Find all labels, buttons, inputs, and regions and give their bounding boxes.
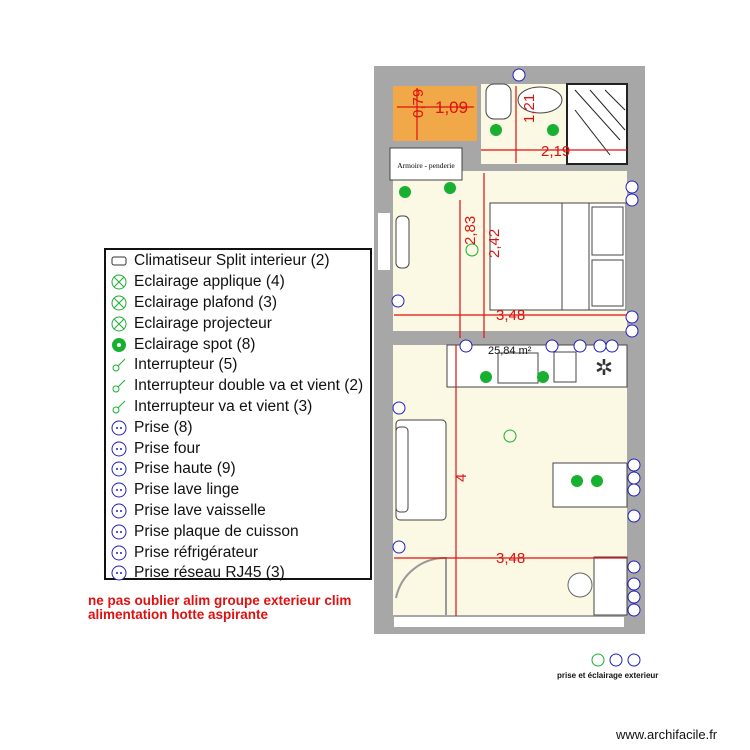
- ceiling-light-icon: [111, 295, 127, 311]
- legend-item: Prise (8): [110, 417, 370, 438]
- legend-label: Prise réfrigérateur: [134, 543, 259, 561]
- legend-label: Prise lave vaisselle: [134, 501, 266, 519]
- legend-label: Eclairage applique (4): [134, 273, 285, 291]
- legend-item: Eclairage applique (4): [110, 272, 370, 293]
- legend-item: Climatiseur Split interieur (2): [110, 251, 370, 272]
- dim-storage-depth: 0,79: [410, 89, 427, 118]
- legend-label: Interrupteur double va et vient (2): [134, 377, 364, 395]
- dim-bedroom-width: 3,48: [496, 307, 525, 324]
- legend-item: Prise four: [110, 438, 370, 459]
- legend-label: Climatiseur Split interieur (2): [134, 252, 330, 270]
- legend-label: Eclairage projecteur: [134, 314, 272, 332]
- legend-item: Eclairage spot (8): [110, 334, 370, 355]
- air-conditioner: [395, 215, 410, 269]
- note-clim: ne pas oublier alim groupe exterieur cli…: [88, 593, 352, 608]
- legend-item: Prise lave linge: [110, 480, 370, 501]
- fridge-socket-icon: [111, 545, 127, 561]
- legend-label: Eclairage spot (8): [134, 335, 256, 353]
- dim-living-height: 4: [453, 474, 470, 482]
- legend-label: Prise haute (9): [134, 460, 236, 478]
- legend-item: Eclairage projecteur: [110, 313, 370, 334]
- dim-bedroom-height-a: 2,83: [462, 216, 479, 245]
- spot-light-icon: [112, 337, 126, 352]
- ceiling-light-icon: [465, 243, 479, 257]
- sockets: [391, 68, 641, 617]
- legend-label: Prise four: [134, 439, 201, 457]
- svg-text:✲: ✲: [595, 355, 613, 380]
- wardrobe-label: Armoire - penderie: [397, 161, 455, 170]
- hob-socket-icon: [111, 524, 127, 540]
- toilet: [485, 83, 512, 120]
- exterior-fixtures: [591, 653, 641, 667]
- legend-item: Eclairage plafond (3): [110, 293, 370, 314]
- legend-item: Prise plaque de cuisson: [110, 521, 370, 542]
- washing-machine-socket-icon: [111, 482, 127, 498]
- watermark: www.archifacile.fr: [616, 727, 718, 742]
- socket-icon: [111, 420, 127, 436]
- desk-chair: [567, 572, 593, 598]
- legend-item: Prise haute (9): [110, 459, 370, 480]
- legend-label: Prise réseau RJ45 (3): [134, 564, 285, 582]
- dim-bathroom-width: 2,19: [541, 143, 570, 160]
- legend-label: Prise (8): [134, 418, 193, 436]
- legend-item: Prise lave vaisselle: [110, 501, 370, 522]
- dim-bedroom-height-b: 2,42: [486, 229, 503, 258]
- high-socket-icon: [111, 461, 127, 477]
- legend-item: Interrupteur va et vient (3): [110, 397, 370, 418]
- switch-icon: [112, 359, 126, 372]
- double-two-way-switch-icon: [112, 379, 126, 393]
- legend-item: Interrupteur double va et vient (2): [110, 376, 370, 397]
- legend-label: Prise lave linge: [134, 481, 240, 499]
- wardrobe: [389, 147, 463, 181]
- legend-label: Interrupteur (5): [134, 356, 238, 374]
- legend-item: Interrupteur (5): [110, 355, 370, 376]
- two-way-switch-icon: [112, 400, 126, 414]
- legend-item: Prise réfrigérateur: [110, 542, 370, 563]
- dim-bathroom-height: 1,21: [521, 94, 538, 123]
- washbasin: [517, 86, 563, 114]
- rj45-socket-icon: [111, 565, 127, 581]
- legend-label: Prise plaque de cuisson: [134, 522, 299, 540]
- dim-living-width: 3,48: [496, 550, 525, 567]
- spot-lights: [399, 124, 603, 487]
- dishwasher-socket-icon: [111, 503, 127, 519]
- legend-label: Eclairage plafond (3): [134, 293, 278, 311]
- oven-socket-icon: [111, 441, 127, 457]
- dim-storage-width: 1,09: [435, 98, 468, 117]
- dining-table: [552, 462, 628, 508]
- note-hood: alimentation hotte aspirante: [88, 607, 269, 622]
- exterior-label: prise et éclairage exterieur: [557, 671, 659, 680]
- legend-item: Prise réseau RJ45 (3): [110, 563, 370, 584]
- storage-room: [393, 86, 477, 141]
- shower: [566, 83, 628, 165]
- dimension-lines: [394, 86, 627, 616]
- air-conditioner-icon: [111, 256, 127, 266]
- legend: Climatiseur Split interieur (2) Eclairage…: [104, 248, 372, 581]
- ceiling-light-icon: [503, 429, 517, 443]
- legend-label: Interrupteur va et vient (3): [134, 397, 313, 415]
- desk: [593, 556, 628, 616]
- projector-light-icon: [111, 316, 127, 332]
- area-label: 25,84 m²: [488, 345, 532, 357]
- wall-light-icon: [111, 274, 127, 290]
